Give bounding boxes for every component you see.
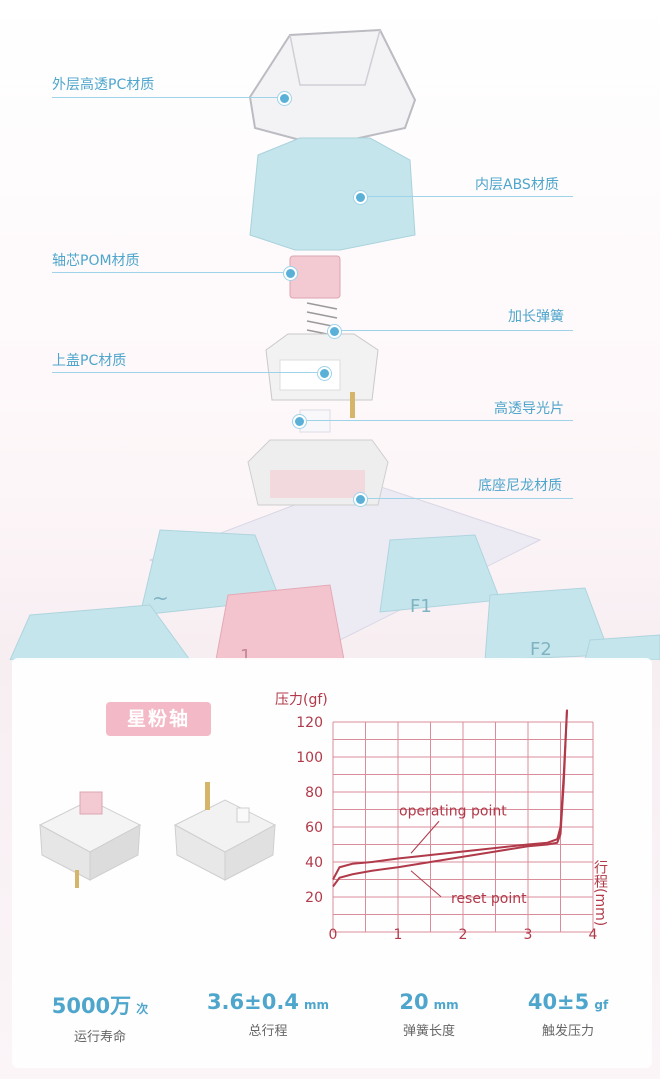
x-tick-label: 4 bbox=[589, 927, 598, 940]
force-curve-line-2 bbox=[332, 709, 568, 888]
switch-name-badge: 星粉轴 bbox=[106, 702, 211, 736]
stat-total-travel-label: 总行程 bbox=[248, 1024, 288, 1039]
dot-stem bbox=[284, 267, 297, 280]
annotation-leader bbox=[410, 820, 440, 854]
y-tick-label: 80 bbox=[305, 785, 323, 801]
chart-grid bbox=[332, 721, 594, 933]
dot-spring bbox=[328, 325, 341, 338]
label-inner-cap: 内层ABS材质 bbox=[475, 177, 559, 193]
stat-total-travel: 3.6±0.4 mm 总行程 bbox=[193, 990, 343, 1039]
operating-point-label: operating point bbox=[399, 803, 507, 819]
label-outer-cap: 外层高透PC材质 bbox=[52, 77, 155, 93]
exploded-switch-illustration: ~ 1 F1 F2 bbox=[9, 28, 660, 660]
stat-spring-length-unit: mm bbox=[433, 998, 459, 1012]
chart-ticks: 0 1 2 3 4 20 40 60 80 100 120 bbox=[296, 715, 597, 940]
switch-bottom-image bbox=[173, 782, 277, 881]
stat-actuation-force-value: 40±5 bbox=[527, 990, 590, 1014]
switch-product-images bbox=[38, 782, 277, 888]
stat-spring-length-value: 20 bbox=[399, 990, 429, 1014]
x-tick-label: 1 bbox=[394, 927, 403, 940]
chart-series bbox=[332, 709, 568, 888]
y-tick-label: 40 bbox=[305, 855, 323, 871]
y-tick-label: 100 bbox=[296, 750, 323, 766]
leader-light-guide bbox=[298, 420, 573, 421]
leader-top-housing bbox=[52, 372, 324, 373]
x-axis-label: 行程(mm) bbox=[592, 860, 608, 926]
dot-top-housing bbox=[318, 367, 331, 380]
leader-spring bbox=[332, 330, 573, 331]
label-light-guide: 高透导光片 bbox=[494, 401, 564, 417]
keycap-legend-f2: F2 bbox=[530, 639, 552, 660]
leader-inner-cap bbox=[358, 196, 573, 197]
stat-total-travel-unit: mm bbox=[304, 998, 330, 1012]
dot-outer-cap bbox=[278, 92, 291, 105]
force-curve-line-1 bbox=[332, 709, 568, 880]
dot-base bbox=[354, 493, 367, 506]
dot-light-guide bbox=[293, 415, 306, 428]
label-top-housing: 上盖PC材质 bbox=[52, 353, 127, 369]
stat-lifespan-label: 运行寿命 bbox=[73, 1030, 126, 1045]
stat-total-travel-value: 3.6±0.4 bbox=[206, 990, 299, 1014]
leader-outer-cap bbox=[52, 97, 283, 98]
keycap-legend-one: 1 bbox=[240, 646, 251, 660]
y-tick-label: 20 bbox=[305, 890, 323, 906]
stat-spring-length: 20 mm 弹簧长度 bbox=[354, 990, 504, 1039]
dot-inner-cap bbox=[354, 191, 367, 204]
stat-actuation-force: 40±5 gf 触发压力 bbox=[493, 990, 643, 1039]
label-spring: 加长弹簧 bbox=[508, 309, 564, 325]
x-tick-label: 0 bbox=[329, 927, 338, 940]
reset-point-label: reset point bbox=[451, 891, 527, 907]
leader-stem bbox=[52, 272, 290, 273]
y-axis-label: 压力(gf) bbox=[275, 692, 328, 708]
label-base: 底座尼龙材质 bbox=[478, 478, 562, 494]
stat-lifespan: 5000万 次 运行寿命 bbox=[25, 990, 175, 1045]
label-stem: 轴芯POM材质 bbox=[52, 253, 140, 269]
force-curve-chart: 压力(gf) 行程(mm) 0 1 2 3 4 20 40 60 80 100 120 operat… bbox=[275, 692, 608, 940]
chart-annotations: operating point reset point bbox=[399, 803, 527, 907]
y-tick-label: 60 bbox=[305, 820, 323, 836]
stat-spring-length-label: 弹簧长度 bbox=[402, 1024, 455, 1039]
stat-lifespan-value: 5000万 bbox=[51, 994, 132, 1018]
x-tick-label: 3 bbox=[524, 927, 533, 940]
keycap-legend-tilde: ~ bbox=[152, 586, 169, 610]
x-tick-label: 2 bbox=[459, 927, 468, 940]
annotation-leader bbox=[410, 870, 442, 898]
keycap-legend-f1: F1 bbox=[410, 596, 432, 617]
y-tick-label: 120 bbox=[296, 715, 323, 731]
stat-lifespan-unit: 次 bbox=[136, 1002, 149, 1016]
stat-actuation-force-label: 触发压力 bbox=[541, 1024, 594, 1039]
switch-assembled-image bbox=[38, 791, 142, 888]
stat-actuation-force-unit: gf bbox=[594, 998, 609, 1012]
leader-base bbox=[358, 498, 573, 499]
